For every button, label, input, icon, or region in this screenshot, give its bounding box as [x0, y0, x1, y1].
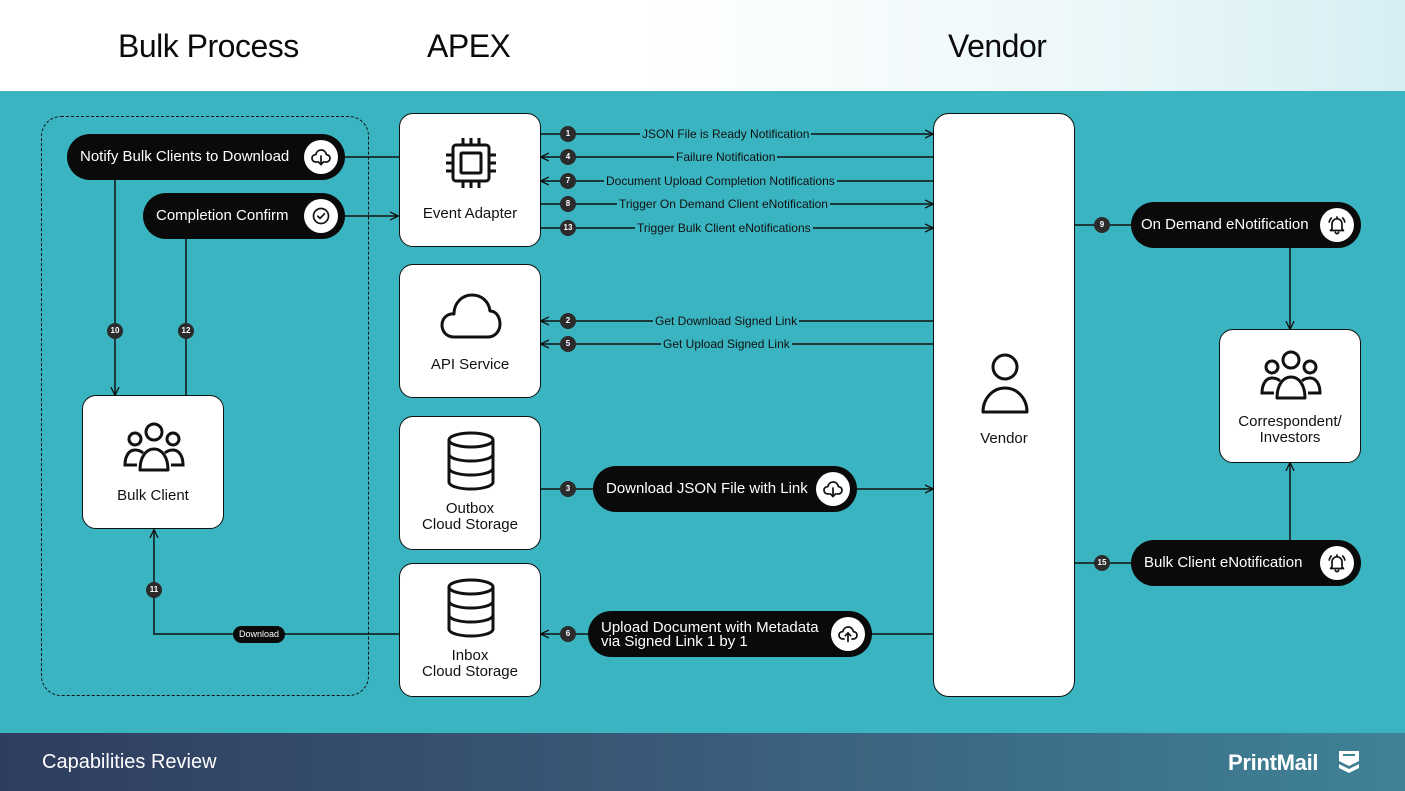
step-badge-1: 1 — [560, 126, 576, 142]
bulk-client-node[interactable]: Bulk Client — [82, 395, 224, 529]
bell-icon — [1320, 546, 1354, 580]
step-badge-4: 4 — [560, 149, 576, 165]
correspondent-label-line1: Correspondent/ — [1238, 413, 1342, 430]
step-badge-9: 9 — [1094, 217, 1110, 233]
brand-logo-icon — [1339, 751, 1359, 773]
edge-label-5: Get Upload Signed Link — [661, 337, 792, 351]
bulk-client-enotification-pill[interactable]: Bulk Client eNotification — [1131, 540, 1361, 586]
completion-confirm-label: Completion Confirm — [156, 207, 289, 224]
inbox-storage-node[interactable]: Inbox Cloud Storage — [399, 563, 541, 697]
bulk-client-enotification-label: Bulk Client eNotification — [1144, 554, 1303, 571]
completion-confirm-pill[interactable]: Completion Confirm — [143, 193, 345, 239]
upload-document-label-line2: via Signed Link 1 by 1 — [601, 633, 748, 650]
bulk-client-label: Bulk Client — [117, 487, 189, 504]
on-demand-enotification-pill[interactable]: On Demand eNotification — [1131, 202, 1361, 248]
download-json-pill[interactable]: Download JSON File with Link — [593, 466, 857, 512]
event-adapter-node[interactable]: Event Adapter — [399, 113, 541, 247]
event-adapter-label: Event Adapter — [422, 205, 518, 222]
notify-bulk-clients-pill[interactable]: Notify Bulk Clients to Download — [67, 134, 345, 180]
on-demand-enotification-label: On Demand eNotification — [1141, 216, 1309, 233]
cloud-upload-icon — [831, 617, 865, 651]
api-service-label: API Service — [430, 356, 510, 373]
correspondent-label-line2: Investors — [1259, 429, 1321, 446]
step-badge-7: 7 — [560, 173, 576, 189]
step-badge-2: 2 — [560, 313, 576, 329]
bell-icon — [1320, 208, 1354, 242]
vendor-label: Vendor — [980, 430, 1028, 447]
step-badge-10: 10 — [107, 323, 123, 339]
edge-label-8: Trigger On Demand Client eNotification — [617, 197, 830, 211]
api-service-node[interactable]: API Service — [399, 264, 541, 398]
edge-label-7: Document Upload Completion Notifications — [604, 174, 837, 188]
notify-bulk-clients-label: Notify Bulk Clients to Download — [80, 148, 290, 165]
users-group-icon — [123, 422, 185, 472]
upload-document-pill[interactable]: Upload Document with Metadata via Signed… — [588, 611, 872, 657]
footer-title: Capabilities Review — [42, 751, 217, 773]
cpu-chip-icon — [446, 138, 496, 188]
header-bar: Bulk Process APEX Vendor — [0, 0, 1405, 91]
step-badge-13: 13 — [560, 220, 576, 236]
cloud-download-icon — [816, 472, 850, 506]
step-badge-12: 12 — [178, 323, 194, 339]
bulk-process-title: Bulk Process — [118, 28, 299, 64]
step-badge-11: 11 — [146, 582, 162, 598]
edge-label-4: Failure Notification — [674, 150, 778, 164]
step-badge-3: 3 — [560, 481, 576, 497]
cloud-download-icon — [304, 140, 338, 174]
cloud-icon — [440, 293, 502, 339]
outbox-storage-node[interactable]: Outbox Cloud Storage — [399, 416, 541, 550]
outbox-label-line2: Cloud Storage — [422, 516, 518, 533]
edge-label-1: JSON File is Ready Notification — [640, 127, 812, 141]
step-badge-5: 5 — [560, 336, 576, 352]
inbox-label-line1: Inbox — [451, 647, 489, 664]
brand-name: PrintMail — [1228, 750, 1319, 775]
step-badge-8: 8 — [560, 196, 576, 212]
upload-document-label-line1: Upload Document with Metadata — [601, 619, 819, 636]
database-icon — [447, 431, 495, 491]
step-badge-6: 6 — [560, 626, 576, 642]
download-json-label: Download JSON File with Link — [606, 480, 808, 497]
outbox-label-line1: Outbox — [445, 500, 495, 517]
edge-11-line — [154, 530, 400, 635]
step-badge-15: 15 — [1094, 555, 1110, 571]
database-icon — [447, 578, 495, 638]
inbox-label-line2: Cloud Storage — [422, 663, 518, 680]
bulk-process-boundary — [41, 116, 369, 696]
users-group-icon — [1260, 350, 1322, 400]
download-tag: Download — [233, 626, 285, 643]
footer-bar: Capabilities Review PrintMail — [0, 733, 1405, 791]
correspondent-node[interactable]: Correspondent/ Investors — [1219, 329, 1361, 463]
vendor-node[interactable]: Vendor — [933, 113, 1075, 697]
vendor-title: Vendor — [948, 28, 1047, 64]
user-icon — [981, 353, 1029, 414]
apex-title: APEX — [427, 28, 511, 64]
edge-label-13: Trigger Bulk Client eNotifications — [635, 221, 813, 235]
edge-label-2: Get Download Signed Link — [653, 314, 800, 328]
check-circle-icon — [304, 199, 338, 233]
